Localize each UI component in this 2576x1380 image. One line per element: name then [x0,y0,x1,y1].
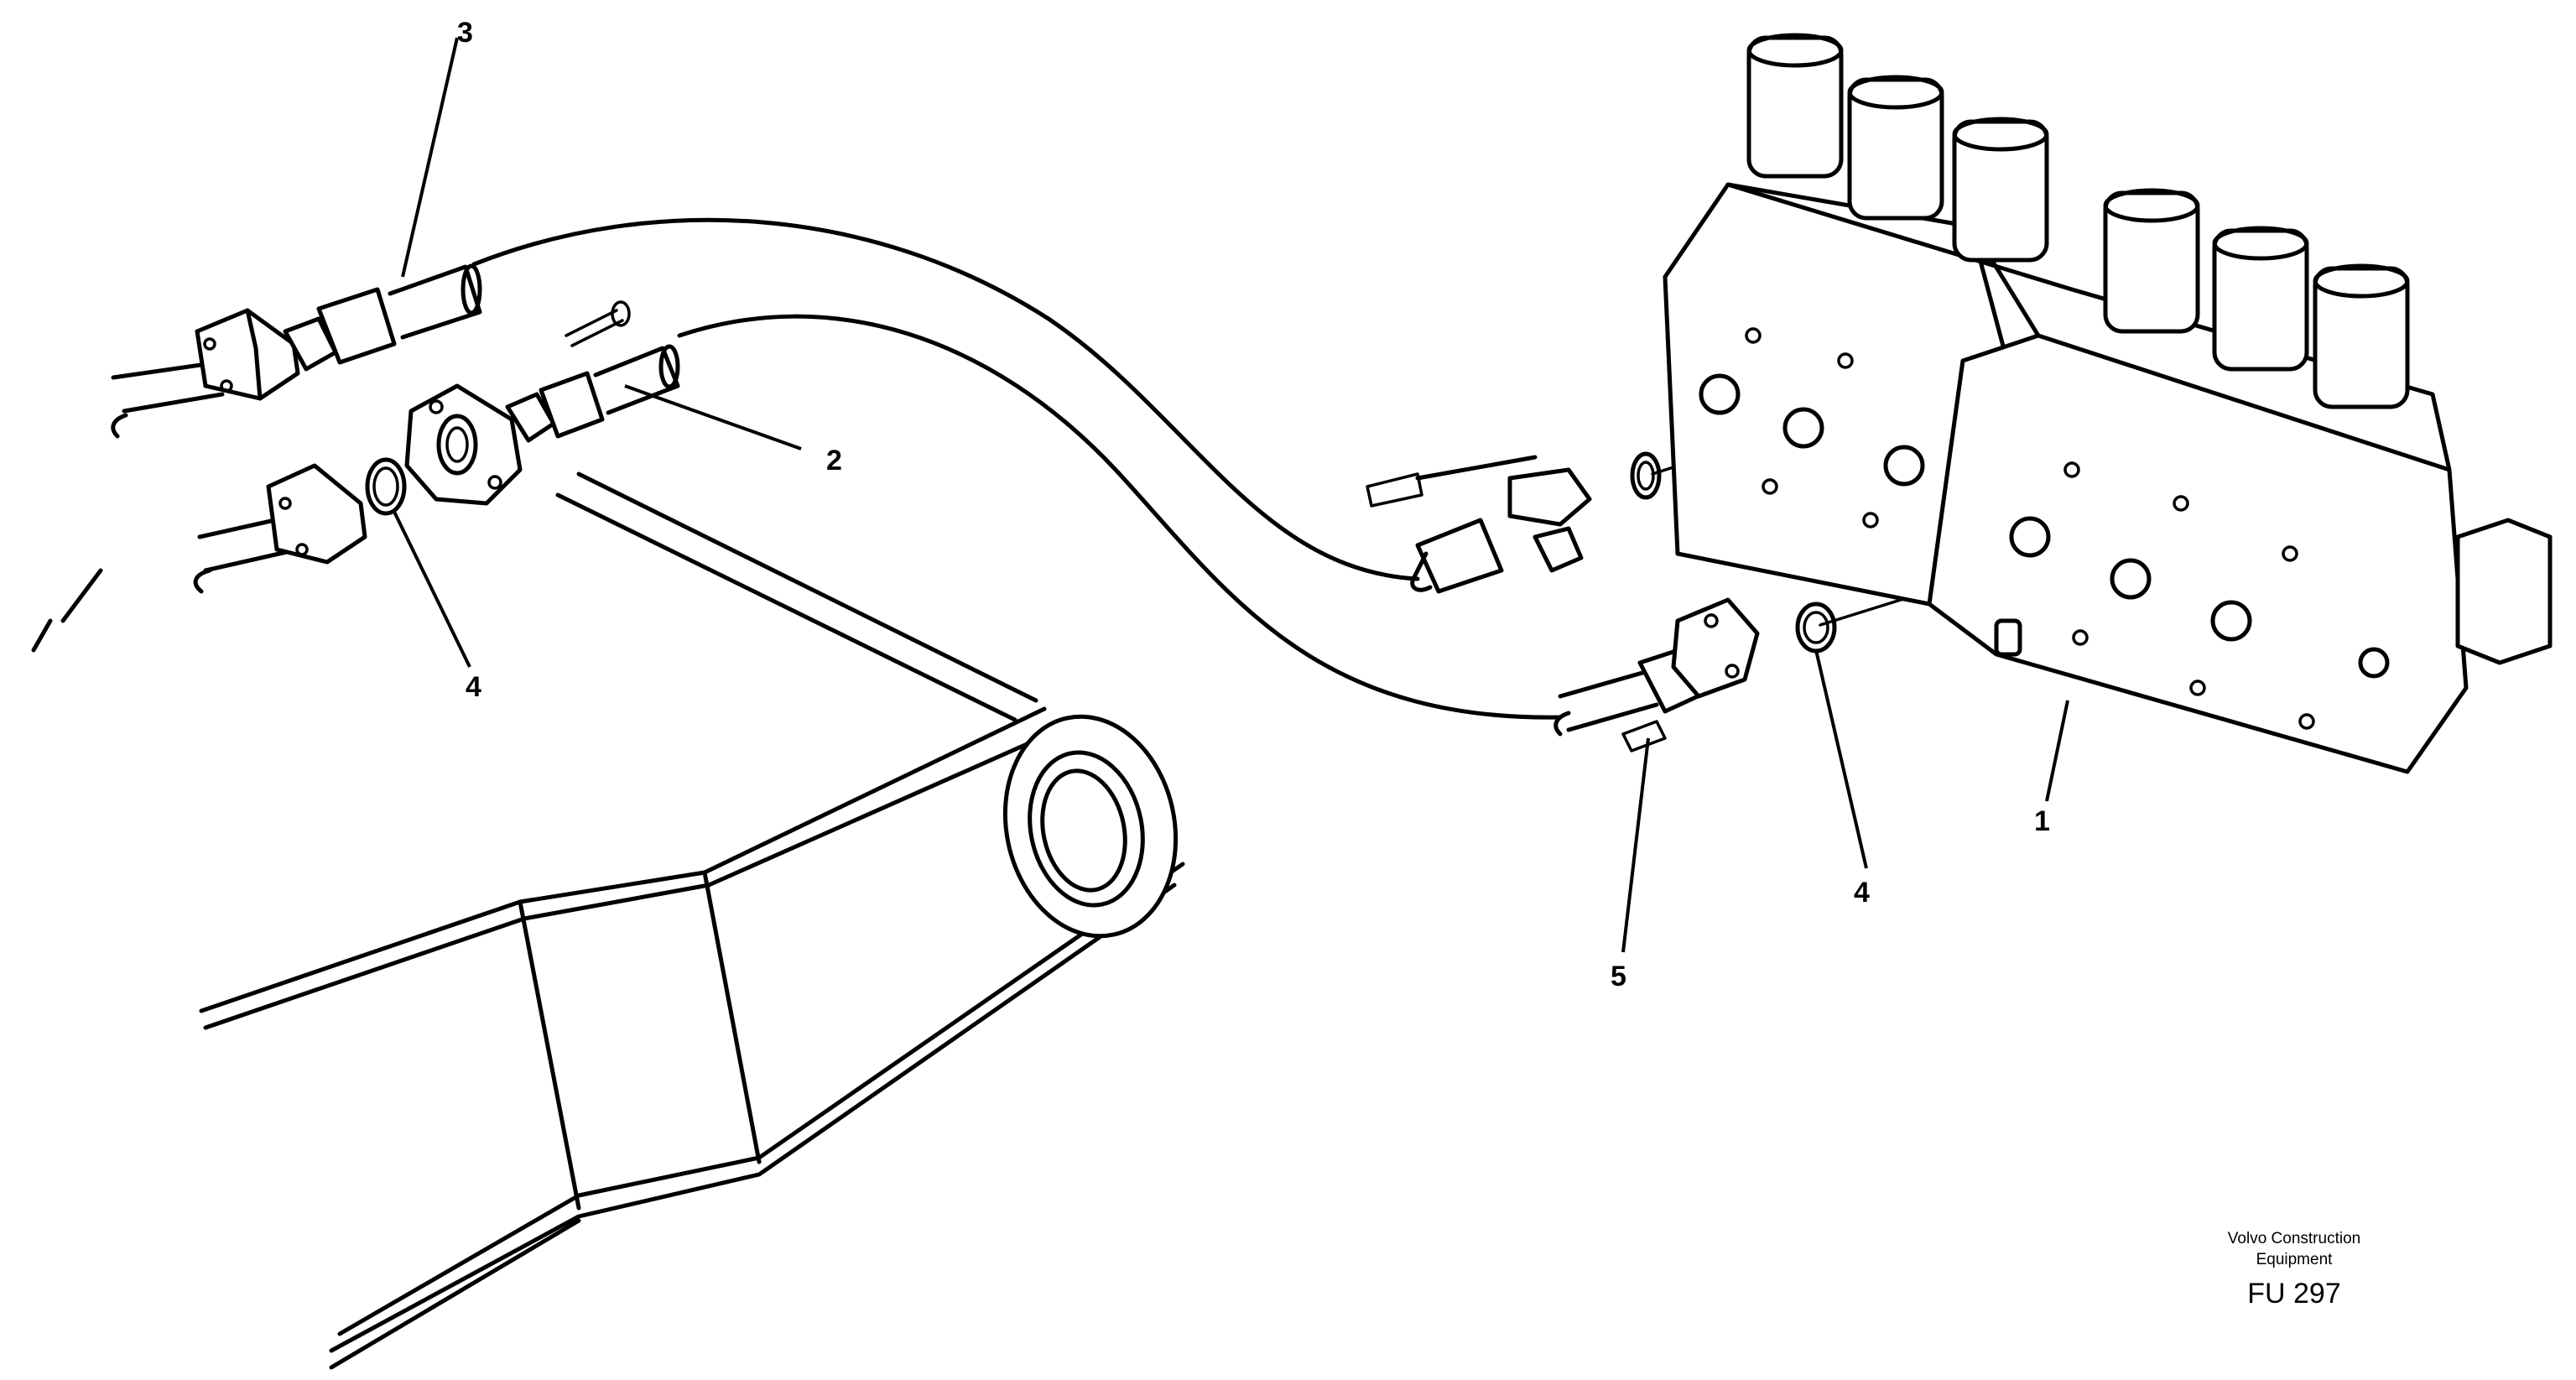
flange-fitting-lower [1553,597,1837,752]
leader-4a [393,511,471,668]
leader-4b [1814,649,1868,869]
cut-hose-leader [31,568,103,653]
boom-arm [199,471,1185,1370]
valve-ports [1699,327,2390,730]
callout-labels: 3 2 4 4 1 5 [457,17,2050,992]
callout-label-2: 2 [826,445,842,476]
leader-5 [1621,737,1650,953]
callout-label-4a: 4 [466,671,481,703]
hose-lines [471,217,1563,720]
hose-fitting-lower-left [193,300,680,594]
leader-3 [401,37,459,278]
control-valve-block [1663,33,2553,774]
solenoid-set [1746,33,2410,409]
drawing-code: FU 297 [2247,1278,2341,1310]
flange-fitting-upper [1366,451,1662,594]
callout-label-1: 1 [2034,805,2050,837]
drawing-title-block: Volvo Construction Equipment FU 297 [2228,1230,2360,1310]
company-name-line1: Volvo Construction [2228,1230,2360,1247]
callout-label-5: 5 [1611,961,1626,992]
leader-2 [624,384,802,450]
boom-pivot-boss [1002,714,1179,939]
hose-fitting-upper-left [111,263,482,439]
callout-leaders [393,37,2069,953]
callout-label-3: 3 [457,17,473,49]
leader-1 [2045,700,2069,802]
company-name-line2: Equipment [2256,1251,2334,1268]
callout-label-4b: 4 [1854,877,1870,909]
